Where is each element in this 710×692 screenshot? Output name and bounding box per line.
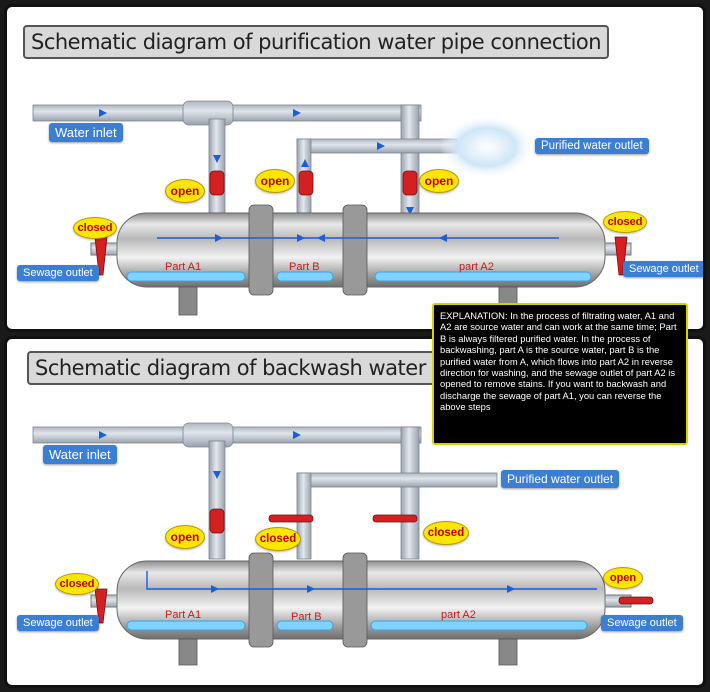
valve-state-bubble: closed bbox=[73, 217, 117, 239]
sewage-outlet-left-label: Sewage outlet bbox=[17, 265, 99, 281]
flow-arrows bbox=[99, 109, 414, 215]
part-a1-label: Part A1 bbox=[165, 261, 202, 273]
explanation-box: EXPLANATION: In the process of filtratin… bbox=[432, 303, 688, 445]
purified-outlet-label: Purified water outlet bbox=[501, 470, 620, 488]
part-a2-label: part A2 bbox=[459, 261, 494, 273]
purified-outlet-label: Purified water outlet bbox=[535, 138, 649, 154]
left-down-pipe bbox=[208, 118, 226, 220]
water-inlet-label: Water inlet bbox=[49, 123, 123, 142]
valve-state-bubble: closed bbox=[55, 573, 99, 595]
purification-diagram-graphic bbox=[32, 100, 632, 316]
valve-state-bubble: closed bbox=[423, 521, 469, 545]
purification-title: Schematic diagram of purification water … bbox=[23, 25, 610, 59]
part-a2-label: part A2 bbox=[441, 609, 476, 621]
purification-diagram-panel: Schematic diagram of purification water … bbox=[4, 4, 706, 332]
sewage-outlet-right-label: Sewage outlet bbox=[601, 615, 683, 631]
sewage-outlet-left-label: Sewage outlet bbox=[17, 615, 99, 631]
part-a1-label: Part A1 bbox=[165, 609, 202, 621]
part-b-label: Part B bbox=[289, 261, 320, 273]
part-b-label: Part B bbox=[291, 611, 322, 623]
water-inlet-label: Water inlet bbox=[43, 445, 117, 464]
valve-state-bubble: open bbox=[255, 169, 295, 193]
valve-state-bubble: closed bbox=[255, 527, 301, 551]
valve-state-bubble: open bbox=[419, 169, 459, 193]
inlet-coupling bbox=[182, 100, 234, 126]
backwash-diagram-graphic bbox=[32, 422, 654, 666]
right-down-pipe bbox=[400, 104, 420, 224]
valve-state-bubble: closed bbox=[603, 211, 647, 233]
valve-state-bubble: open bbox=[165, 525, 205, 549]
valve-state-bubble: open bbox=[603, 567, 643, 589]
water-splash bbox=[439, 115, 535, 179]
valve-state-bubble: open bbox=[165, 179, 205, 203]
sewage-outlet-right-label: Sewage outlet bbox=[623, 261, 703, 277]
top-valves bbox=[209, 170, 418, 196]
